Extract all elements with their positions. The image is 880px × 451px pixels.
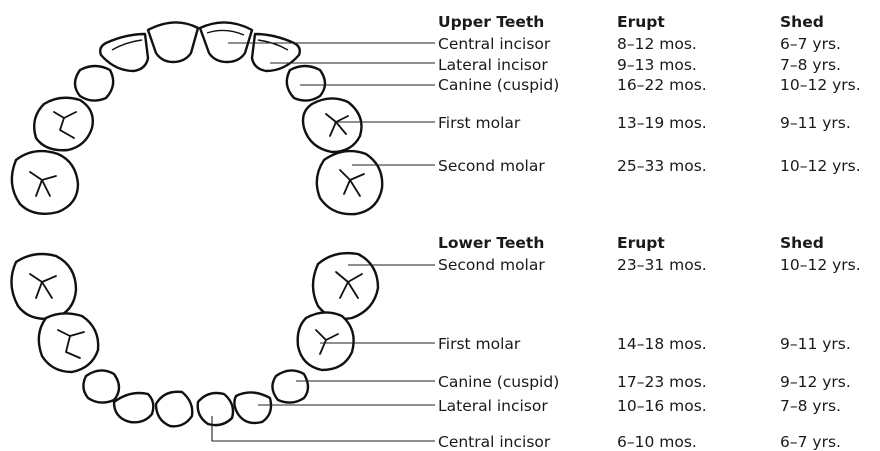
lower-erupt-value: 14–18 mos. (617, 335, 707, 353)
lower-central-incisor-left (198, 393, 233, 425)
lower-tooth-name: Lateral incisor (438, 397, 548, 415)
upper-erupt-header: Erupt (617, 13, 665, 31)
lower-canine-left (272, 370, 308, 402)
upper-central-incisor-right (148, 22, 198, 62)
lower-shed-value: 9–11 yrs. (780, 335, 851, 353)
upper-second-molar-right (12, 151, 78, 214)
upper-arch (12, 22, 382, 214)
upper-erupt-value: 8–12 mos. (617, 35, 697, 53)
lower-tooth-name: Second molar (438, 256, 545, 274)
lower-shed-value: 6–7 yrs. (780, 433, 841, 451)
upper-erupt-value: 13–19 mos. (617, 114, 707, 132)
lower-erupt-value: 10–16 mos. (617, 397, 707, 415)
upper-shed-value: 9–11 yrs. (780, 114, 851, 132)
lower-shed-value: 7–8 yrs. (780, 397, 841, 415)
lower-tooth-name: Canine (cuspid) (438, 373, 559, 391)
upper-shed-value: 10–12 yrs. (780, 157, 861, 175)
lower-shed-value: 9–12 yrs. (780, 373, 851, 391)
upper-canine-left (287, 66, 325, 101)
upper-tooth-name: Lateral incisor (438, 56, 548, 74)
lower-erupt-value: 23–31 mos. (617, 256, 707, 274)
lower-lateral-incisor-left (234, 392, 271, 423)
lower-arch (11, 253, 378, 426)
lower-central-incisor-right (156, 392, 192, 427)
upper-erupt-value: 9–13 mos. (617, 56, 697, 74)
upper-shed-value: 7–8 yrs. (780, 56, 841, 74)
lower-teeth-header: Lower Teeth (438, 234, 544, 252)
lower-tooth-name: Central incisor (438, 433, 550, 451)
lower-erupt-header: Erupt (617, 234, 665, 252)
upper-tooth-name: Central incisor (438, 35, 550, 53)
upper-tooth-name: First molar (438, 114, 520, 132)
lower-shed-value: 10–12 yrs. (780, 256, 861, 274)
upper-shed-header: Shed (780, 13, 824, 31)
upper-first-molar-left (303, 98, 362, 152)
lower-erupt-value: 17–23 mos. (617, 373, 707, 391)
upper-shed-value: 6–7 yrs. (780, 35, 841, 53)
upper-tooth-name: Second molar (438, 157, 545, 175)
lower-erupt-value: 6–10 mos. (617, 433, 697, 451)
lower-shed-header: Shed (780, 234, 824, 252)
upper-shed-value: 10–12 yrs. (780, 76, 861, 94)
upper-teeth-header: Upper Teeth (438, 13, 544, 31)
lower-tooth-name: First molar (438, 335, 520, 353)
lower-canine-right (83, 370, 119, 402)
upper-erupt-value: 16–22 mos. (617, 76, 707, 94)
upper-canine-right (75, 66, 113, 101)
upper-central-incisor-left (200, 22, 252, 62)
lower-lateral-incisor-right (114, 393, 153, 422)
upper-erupt-value: 25–33 mos. (617, 157, 707, 175)
upper-first-molar-right (34, 98, 93, 151)
upper-tooth-name: Canine (cuspid) (438, 76, 559, 94)
